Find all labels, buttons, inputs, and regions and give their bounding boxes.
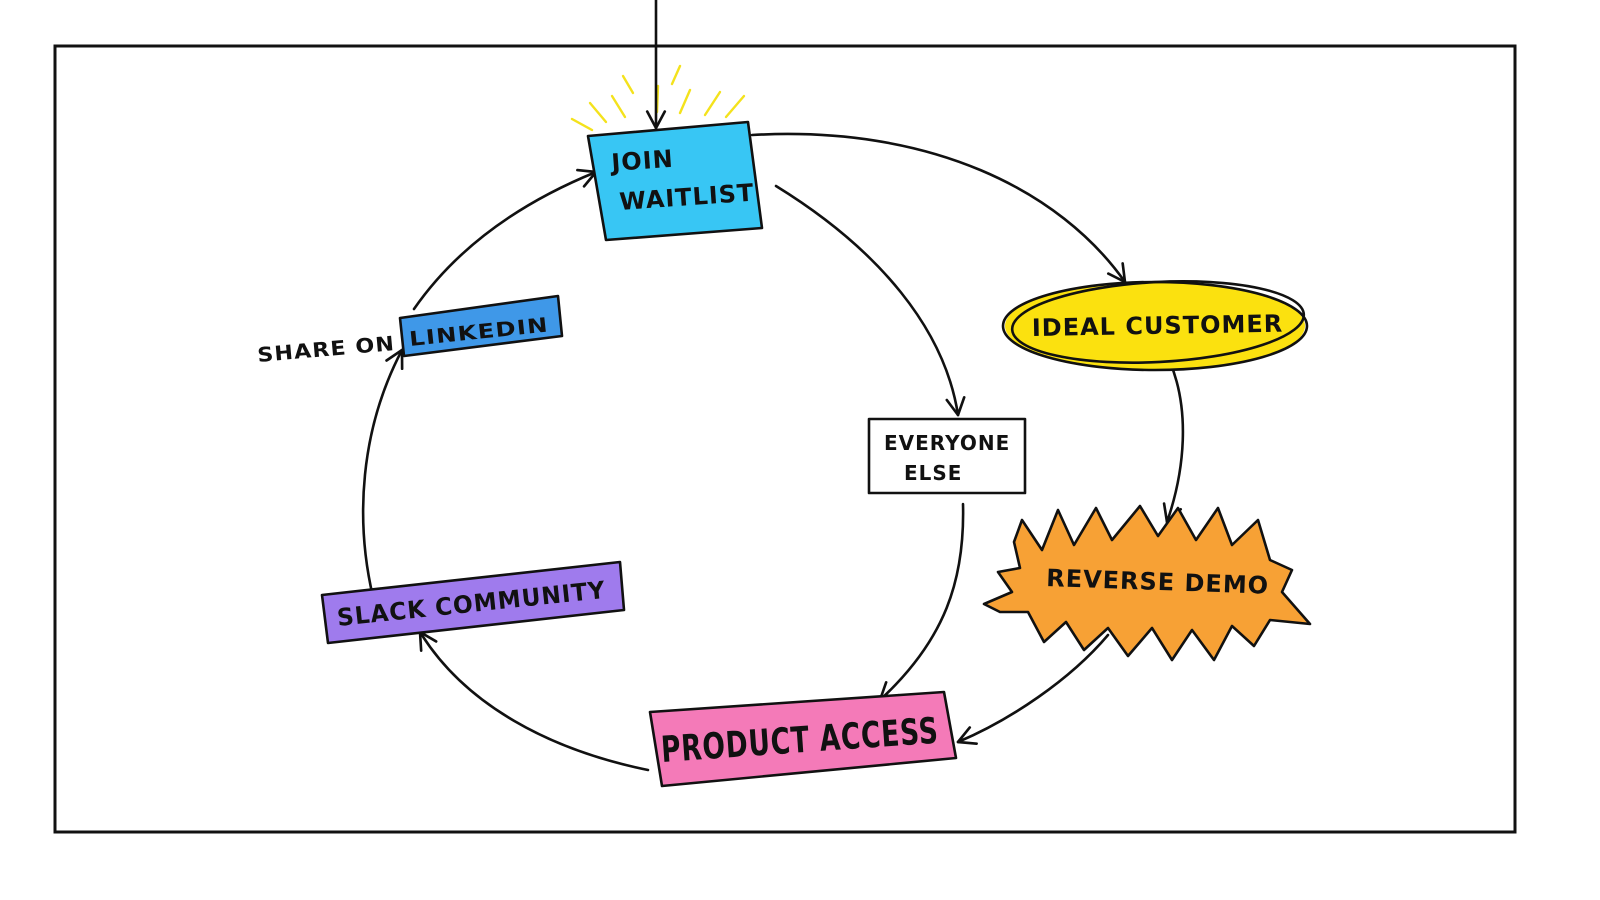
edge-slack-to-linkedin (361, 348, 404, 599)
join-waitlist-fill (588, 122, 762, 240)
highlight-rays (570, 64, 746, 132)
node-product-access: PRODUCT ACCESS (648, 690, 958, 788)
slack-community-outline (320, 560, 626, 645)
everyone-else-line1: EVERYONE (884, 431, 1010, 455)
everyone-else-fill (869, 419, 1025, 493)
linkedin-outline (398, 294, 564, 358)
slack-community-fill (322, 562, 624, 643)
everyone-else-line2: ELSE (904, 461, 962, 485)
node-ideal-customer: IDEAL CUSTOMER (1001, 280, 1309, 372)
ideal-customer-outline-2 (1010, 280, 1306, 364)
reverse-demo-outline (982, 504, 1312, 662)
edge-reverse-to-product (956, 633, 1110, 745)
node-reverse-demo: REVERSE DEMO (982, 504, 1312, 662)
node-join-waitlist: JOIN WAITLIST (586, 120, 764, 242)
edge-join-to-ideal (750, 132, 1127, 284)
edge-join-to-everyone (774, 184, 966, 417)
node-everyone-else: EVERYONE ELSE (867, 417, 1027, 495)
ideal-customer-label: IDEAL CUSTOMER (1032, 310, 1284, 342)
everyone-else-outline (867, 417, 1027, 495)
node-linkedin: SHARE ON LINKEDIN (256, 294, 564, 367)
diagram-frame (53, 44, 1517, 834)
edge-ideal-to-reverse (1162, 360, 1185, 524)
product-access-outline (648, 690, 958, 788)
ideal-customer-fill (1005, 282, 1305, 370)
join-waitlist-outline (586, 120, 764, 242)
edge-product-to-slack (418, 630, 650, 772)
join-waitlist-line1: JOIN (608, 145, 674, 177)
product-access-fill (650, 692, 956, 786)
edge-linkedin-to-join (412, 168, 598, 311)
edge-everyone-to-product (878, 502, 965, 702)
linkedin-prefix: SHARE ON (256, 331, 396, 367)
